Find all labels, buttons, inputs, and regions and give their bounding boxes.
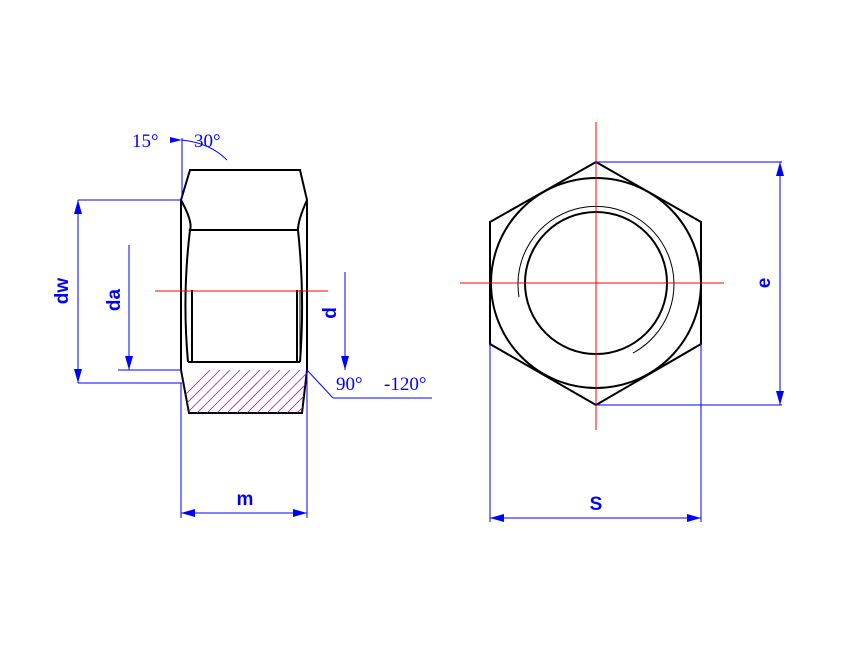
thread-arc <box>517 205 675 354</box>
da-label: da <box>104 288 125 311</box>
d-label: d <box>320 307 341 319</box>
front-view: e S <box>460 122 784 522</box>
countersink-angle-annotation: 90° -120° <box>306 369 432 399</box>
m-dimension: m <box>180 370 308 518</box>
dw-label: dw <box>52 278 73 305</box>
side-view: 15° 30° 90° -120° dw da <box>52 131 432 518</box>
d-dimension: d <box>320 272 349 370</box>
countersink-angle-min-label: 90° <box>336 374 363 395</box>
s-dimension: S <box>489 344 702 522</box>
top-face-line <box>180 199 308 231</box>
nut-side-outline <box>180 169 308 414</box>
section-hatch <box>181 370 307 413</box>
countersink-angle-max-label: -120° <box>384 374 426 395</box>
e-dimension: e <box>596 161 784 406</box>
chamfer-angle-min-label: 15° <box>132 131 159 152</box>
m-label: m <box>237 489 254 510</box>
e-label: e <box>754 278 775 289</box>
left-side-curve <box>184 229 191 363</box>
right-side-curve <box>297 229 304 363</box>
dw-dimension: dw <box>52 199 182 384</box>
chamfer-angle-annotation: 15° 30° <box>132 131 228 198</box>
da-dimension: da <box>104 245 181 371</box>
chamfer-angle-max-label: 30° <box>194 131 221 152</box>
s-label: S <box>590 494 603 515</box>
